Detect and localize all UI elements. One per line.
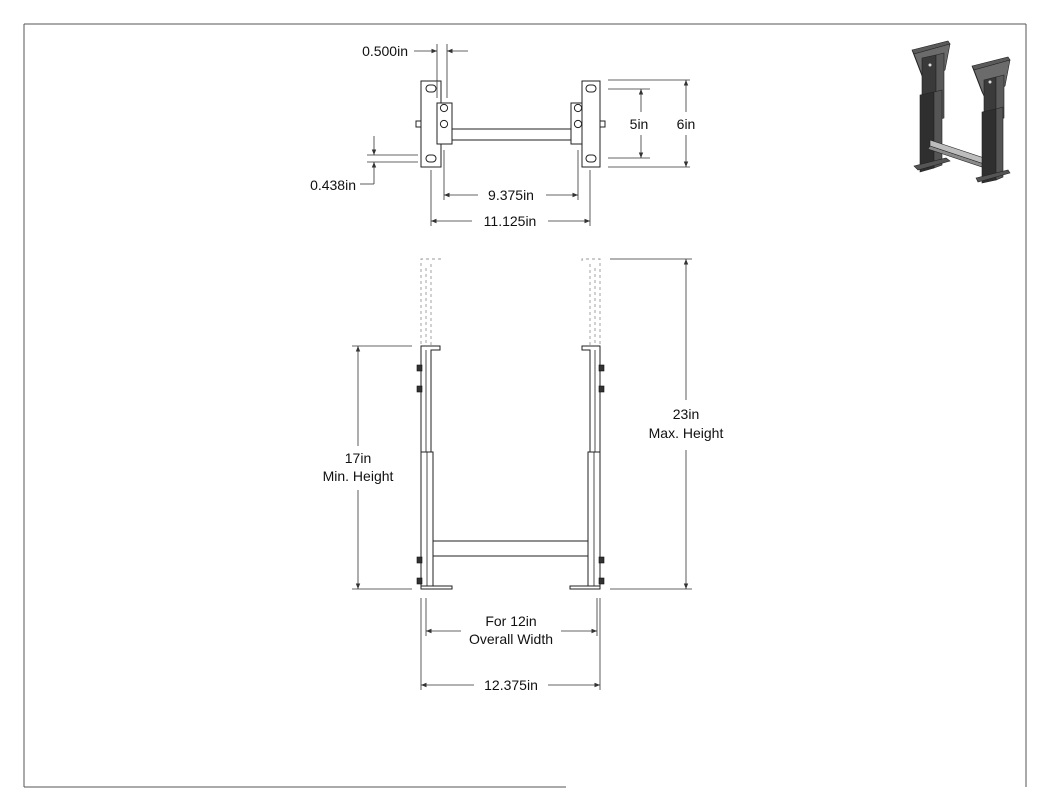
- dim-overall-width-line1: For 12in: [485, 613, 536, 629]
- top-right-slot-lower: [585, 154, 597, 163]
- top-left-bolt: [415, 120, 422, 128]
- conveyor-support-3d-icon: [911, 40, 1011, 184]
- top-view-dimensions: 0.500in 5in 6in 0.438in 9.375in 11.125in: [310, 43, 695, 229]
- top-cross-tube: [451, 128, 572, 141]
- front-view-dimensions: 23in Max. Height 17in Min. Height For 12…: [312, 258, 732, 693]
- drawing-border: [23, 23, 1027, 788]
- top-right-slot-upper: [585, 84, 597, 93]
- dim-base-width: 12.375in: [484, 677, 538, 693]
- top-view: [415, 80, 606, 168]
- top-right-bolt: [599, 120, 606, 128]
- front-cross-tube: [432, 540, 589, 557]
- dim-max-height-label: Max. Height: [649, 425, 724, 441]
- front-view: [416, 258, 605, 590]
- dim-inner-width: 9.375in: [488, 187, 534, 203]
- dim-slot-offset: 0.438in: [310, 177, 356, 193]
- dim-inner-height: 5in: [630, 116, 649, 132]
- front-extension-ghost: [420, 258, 601, 350]
- top-right-plate: [581, 80, 601, 168]
- dim-overall-width-line2: Overall Width: [469, 631, 553, 647]
- dim-flange-thickness: 0.500in: [362, 43, 408, 59]
- top-left-slot-upper: [425, 84, 437, 93]
- top-left-slot-lower: [425, 154, 437, 163]
- dim-outer-width: 11.125in: [484, 213, 537, 229]
- dim-outer-height: 6in: [677, 116, 696, 132]
- dim-min-height-value: 17in: [345, 450, 371, 466]
- dim-min-height-label: Min. Height: [323, 468, 394, 484]
- dim-max-height-value: 23in: [673, 406, 699, 422]
- front-left-leg: [416, 345, 453, 590]
- front-right-leg: [569, 345, 605, 590]
